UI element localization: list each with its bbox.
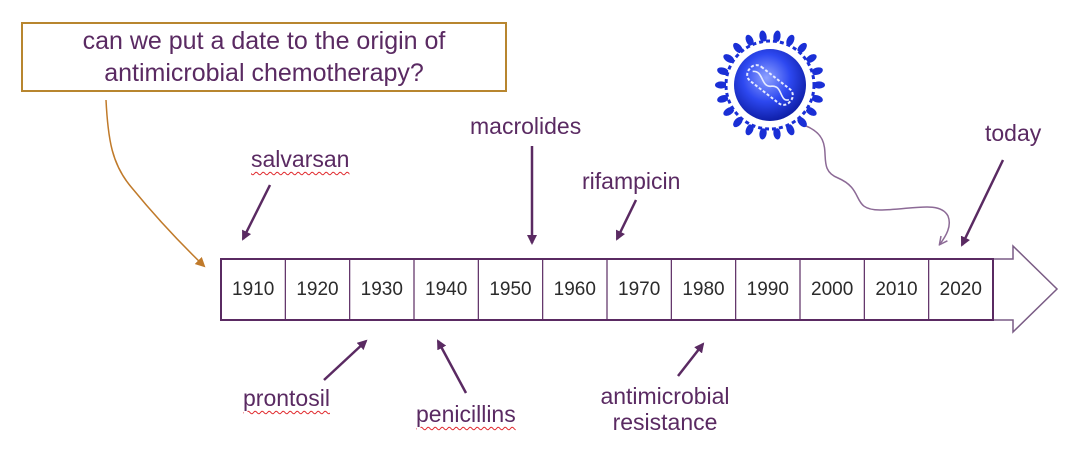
timeline-year-1940: 1940 <box>425 279 468 300</box>
virus-spike <box>745 123 754 136</box>
virus-spike <box>811 94 823 103</box>
label-prontosil: prontosil <box>243 385 330 411</box>
timeline-dividers <box>284 259 930 320</box>
virus-spike <box>786 34 795 47</box>
penicillins-arrow <box>436 339 468 394</box>
virus-icon <box>715 30 825 140</box>
timeline-year-1970: 1970 <box>618 279 661 300</box>
virus-spike <box>733 116 743 128</box>
question-line-1: can we put a date to the origin of <box>82 27 446 55</box>
virus-spike <box>723 54 735 63</box>
question-pointer-arrow <box>105 99 206 268</box>
virus-spike <box>773 30 781 43</box>
resistance-arrow <box>677 342 705 377</box>
virus-spike <box>723 107 735 116</box>
prontosil-arrow <box>323 339 368 381</box>
virus-spike <box>797 42 807 54</box>
virus-spike <box>759 30 767 43</box>
virus-spike <box>715 81 727 89</box>
virus-spike <box>717 94 729 103</box>
timeline-year-2020: 2020 <box>939 279 982 300</box>
virus-spike <box>811 67 823 76</box>
label-resistance-line-1: antimicrobial <box>600 383 730 409</box>
virus-spike <box>813 81 825 89</box>
rifampicin-arrow <box>615 199 638 241</box>
question-line-2: antimicrobial chemotherapy? <box>104 59 424 87</box>
timeline-year-2000: 2000 <box>811 279 854 300</box>
timeline-year-1990: 1990 <box>746 279 789 300</box>
virus-trail-arrow <box>805 125 951 244</box>
timeline-year-2010: 2010 <box>875 279 918 300</box>
timeline-year-1960: 1960 <box>553 279 596 300</box>
virus-spike <box>773 127 781 140</box>
label-antimicrobial-resistance: antimicrobial resistance <box>580 383 750 435</box>
question-box: can we put a date to the origin of antim… <box>21 22 507 92</box>
label-macrolides: macrolides <box>470 113 582 139</box>
virus-spike <box>805 107 817 116</box>
timeline-year-1950: 1950 <box>489 279 532 300</box>
virus-spike <box>805 54 817 63</box>
timeline-year-1920: 1920 <box>296 279 339 300</box>
label-resistance-line-2: resistance <box>612 409 718 435</box>
today-arrow <box>960 159 1005 247</box>
virus-spike <box>797 116 807 128</box>
virus-spike <box>717 67 729 76</box>
label-penicillins: penicillins <box>416 401 516 427</box>
label-today: today <box>985 120 1042 146</box>
timeline-year-1930: 1930 <box>360 279 403 300</box>
virus-spike <box>759 127 767 140</box>
label-rifampicin: rifampicin <box>582 168 681 194</box>
virus-spike <box>745 34 754 47</box>
label-salvarsan: salvarsan <box>251 146 350 172</box>
timeline-year-1980: 1980 <box>682 279 725 300</box>
virus-spike <box>733 42 743 54</box>
salvarsan-arrow <box>241 184 272 241</box>
timeline-year-1910: 1910 <box>232 279 275 300</box>
virus-spike <box>786 123 795 136</box>
